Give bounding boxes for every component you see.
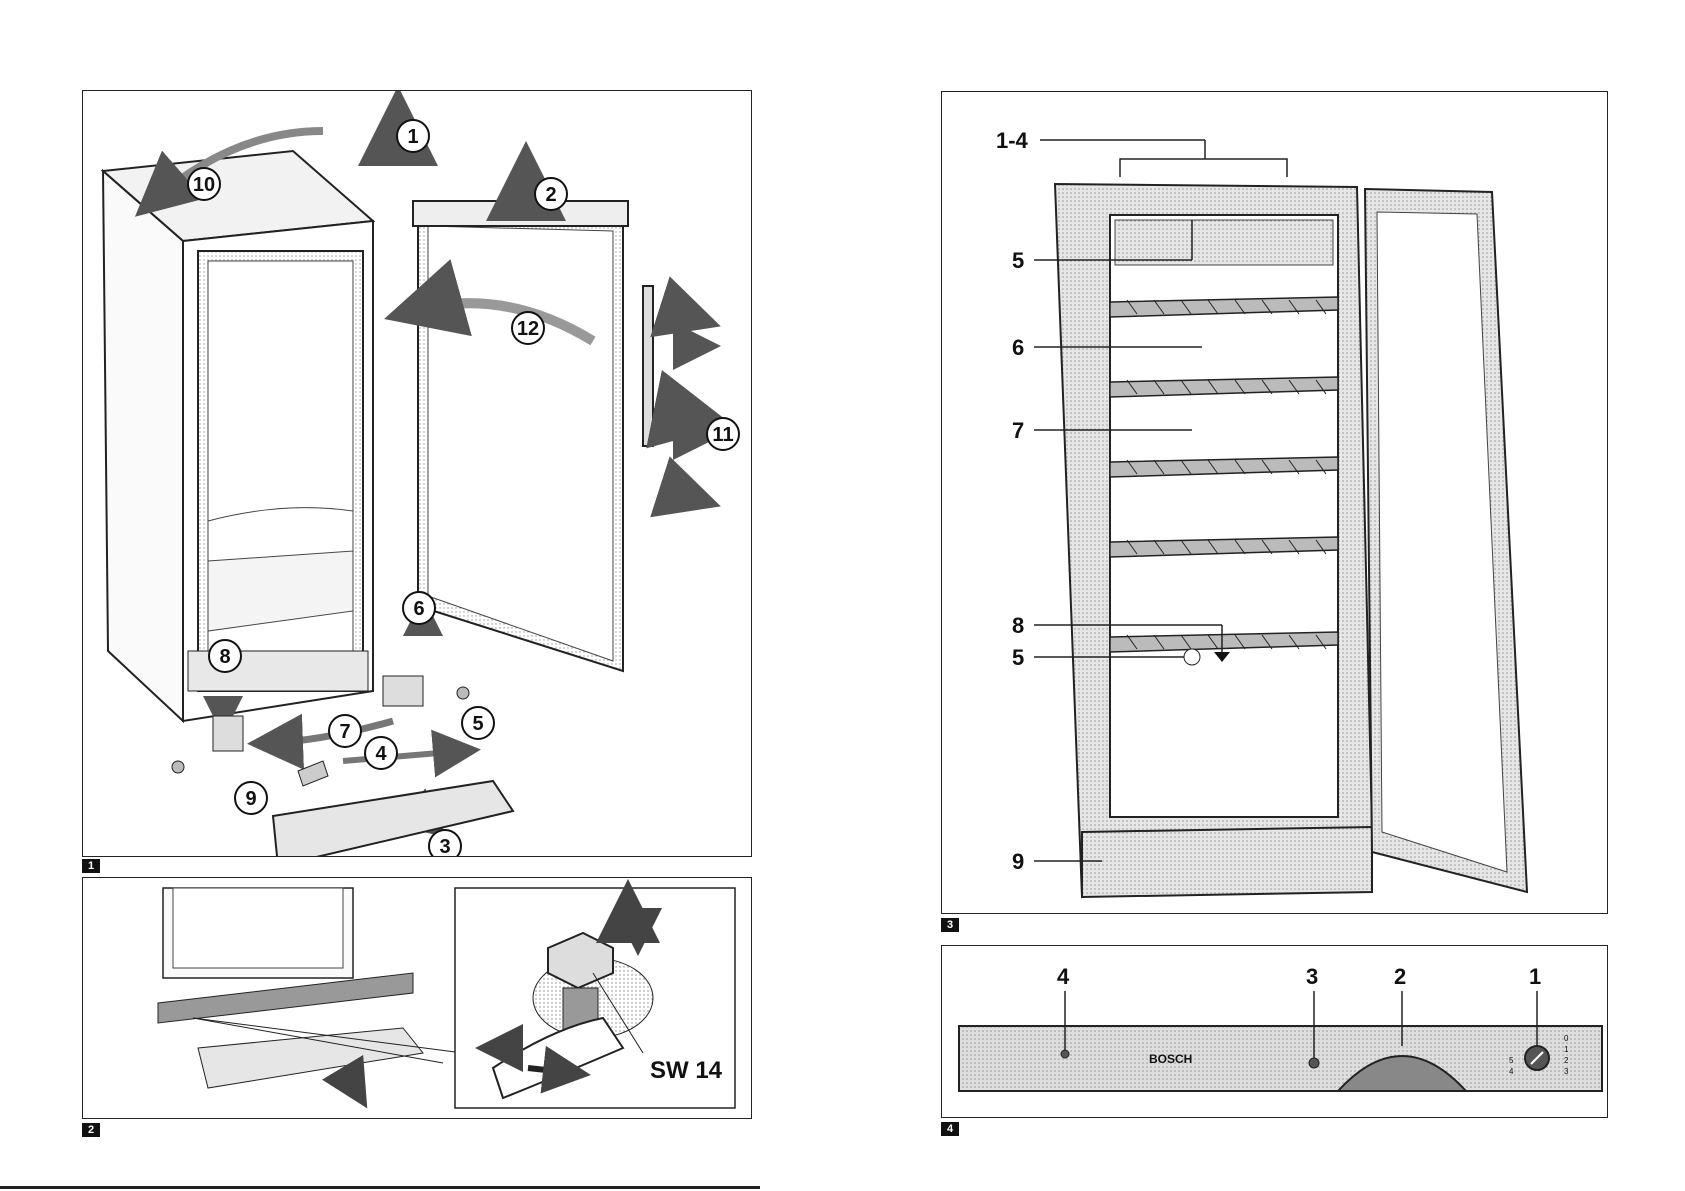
indicator-light (1061, 1050, 1069, 1058)
fridge-base-detail (158, 888, 463, 1093)
fridge-door (413, 201, 628, 671)
label-5-bottom: 5 (1012, 645, 1024, 670)
figure-3-drawing: 1-4 5 6 7 8 5 9 (942, 92, 1608, 914)
fridge-cabinet (103, 151, 373, 721)
dial-mark-1: 1 (1564, 1045, 1569, 1054)
page-footer-strip (0, 1186, 760, 1189)
figure-4-panel: BOSCH 0 1 2 3 4 5 4 3 2 1 (941, 945, 1608, 1118)
figure-4-drawing: BOSCH 0 1 2 3 4 5 4 3 2 1 (942, 946, 1608, 1118)
callout-number-4: 4 (375, 743, 387, 765)
label-1-4: 1-4 (996, 128, 1029, 153)
wine-cabinet-door (1365, 189, 1527, 892)
callout-number-12: 12 (517, 318, 539, 340)
figure-2-drawing: SW 14 (83, 878, 752, 1119)
figure-3-tag: 3 (941, 918, 959, 932)
callout-number-3: 3 (439, 836, 450, 857)
figure-4-tag: 4 (941, 1122, 959, 1136)
callout-number-6: 6 (413, 598, 424, 620)
callout-number-1: 1 (407, 126, 418, 148)
brand-logo-text: BOSCH (1149, 1052, 1192, 1066)
label-2: 2 (1394, 964, 1406, 989)
label-5-top: 5 (1012, 248, 1024, 273)
label-8: 8 (1012, 613, 1024, 638)
dial-mark-2: 2 (1564, 1056, 1569, 1065)
wrench-size-label: SW 14 (650, 1057, 723, 1084)
callout-number-9: 9 (245, 788, 256, 810)
figure-2-panel: SW 14 (82, 877, 752, 1119)
callout-number-5: 5 (472, 713, 483, 735)
figure-2-tag: 2 (82, 1123, 100, 1137)
callout-number-11: 11 (712, 424, 733, 446)
dial-mark-3: 3 (1564, 1067, 1569, 1076)
plinth-cover (273, 781, 513, 857)
inset-leveling-foot: SW 14 (455, 888, 735, 1108)
door-handle (643, 286, 703, 499)
label-6: 6 (1012, 335, 1024, 360)
dial-mark-4: 4 (1509, 1067, 1514, 1076)
dial-mark-0: 0 (1564, 1034, 1569, 1043)
label-3: 3 (1306, 964, 1318, 989)
callout-number-7: 7 (339, 721, 350, 743)
figure-3-panel: 1-4 5 6 7 8 5 9 (941, 91, 1608, 914)
control-panel (959, 1026, 1602, 1091)
dial-mark-5: 5 (1509, 1056, 1514, 1065)
sensor-dot (1309, 1058, 1319, 1068)
label-4: 4 (1057, 964, 1070, 989)
callout-number-10: 10 (193, 174, 215, 196)
callout-number-2: 2 (545, 184, 556, 206)
callout-number-8: 8 (219, 646, 230, 668)
label-7: 7 (1012, 418, 1024, 443)
figure-1-tag: 1 (82, 859, 100, 873)
arrow-4 (343, 751, 463, 761)
label-9: 9 (1012, 849, 1024, 874)
label-1: 1 (1529, 964, 1541, 989)
